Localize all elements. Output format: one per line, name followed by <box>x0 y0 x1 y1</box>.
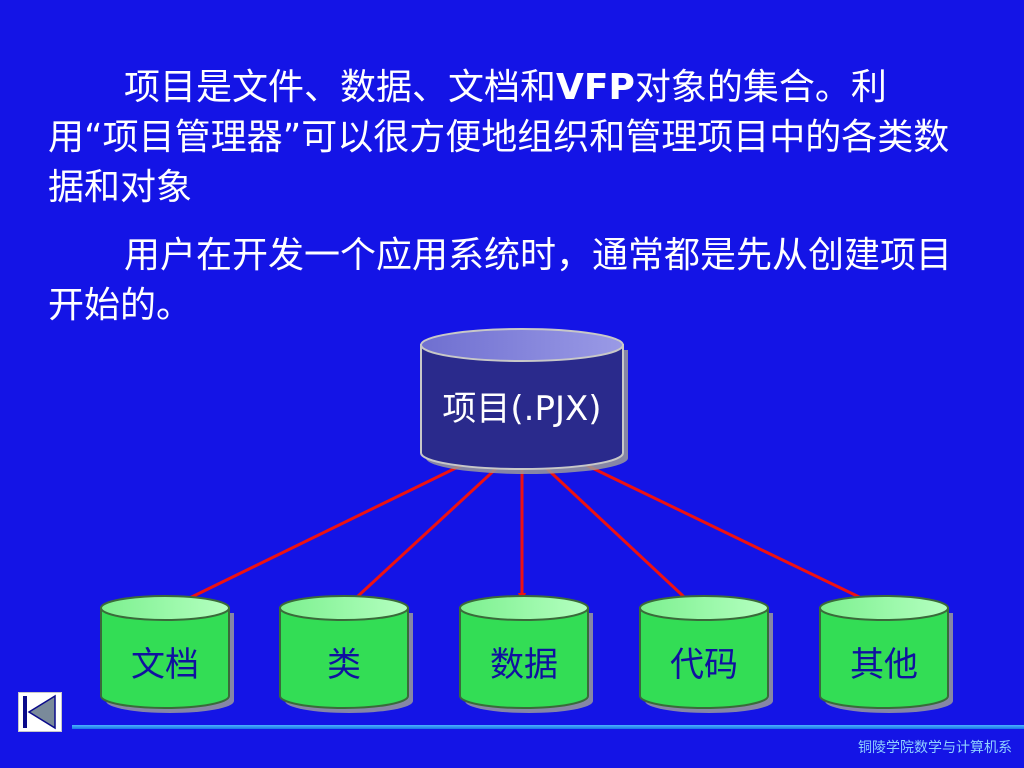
child-node-label: 类 <box>327 645 361 685</box>
child-node-label: 文档 <box>131 645 199 685</box>
paragraph-text-vfp: VFP <box>556 67 635 108</box>
footer-department-label: 铜陵学院数学与计算机系 <box>858 740 1012 756</box>
first-slide-button[interactable] <box>18 692 62 732</box>
child-cylinder-1 <box>100 595 234 713</box>
child-node-label: 数据 <box>490 645 558 685</box>
first-slide-icon <box>23 694 56 730</box>
connector-arrow <box>166 463 463 611</box>
connector-arrow <box>585 463 885 611</box>
connector-arrow <box>342 463 502 611</box>
connector-arrow <box>541 463 699 611</box>
root-node-label: 项目(.PJX) <box>442 389 601 429</box>
paragraph-text: 项目是文件、数据、文档和 <box>124 67 557 108</box>
child-node-label: 其他 <box>850 645 918 685</box>
child-cylinders: 文档 类 数据 代码 其他 <box>100 595 953 713</box>
connector-arrows <box>166 463 885 611</box>
footer-divider <box>72 725 1024 729</box>
paragraph-project-definition: 项目是文件、数据、文档和VFP对象的集合。利用“项目管理器”可以很方便地组织和管… <box>48 63 968 213</box>
root-cylinder-shape <box>420 328 628 474</box>
paragraph-project-creation: 用户在开发一个应用系统时，通常都是先从创建项目开始的。 <box>48 235 953 326</box>
child-cylinder-2 <box>279 595 413 713</box>
child-cylinder-5 <box>819 595 953 713</box>
child-node-label: 代码 <box>670 645 738 685</box>
child-cylinder-4 <box>639 595 773 713</box>
paragraph-text: 对象的集合。利用“项目管理器”可以很方便地组织和管理项目中的各类数据和对象 <box>48 67 950 208</box>
child-cylinder-3 <box>459 595 593 713</box>
root-cylinder-project: 项目(.PJX) <box>420 328 628 474</box>
